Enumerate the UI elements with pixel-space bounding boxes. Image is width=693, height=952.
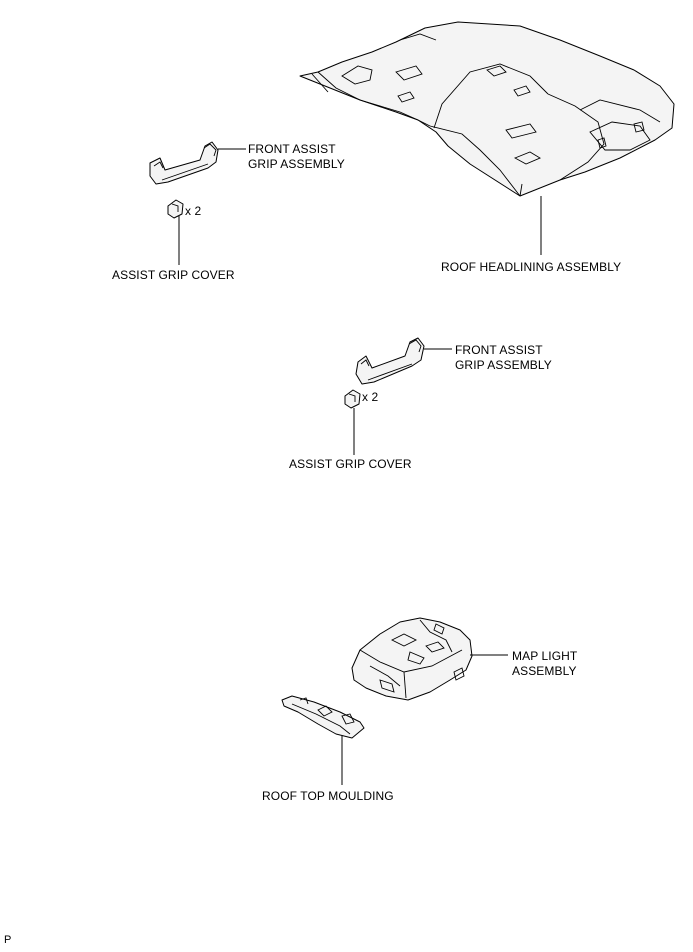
assist-grip-cover-label-1: ASSIST GRIP COVER — [112, 268, 235, 282]
map-light-label: MAP LIGHT ASSEMBLY — [512, 649, 578, 678]
assist-grip-cover-illustration-2 — [344, 389, 361, 409]
roof-top-moulding-label: ROOF TOP MOULDING — [262, 789, 394, 803]
roof-top-moulding-illustration — [281, 695, 365, 739]
roof-headlining-illustration — [299, 21, 675, 197]
assist-grip-cover-qty-2: x 2 — [362, 390, 379, 404]
roof-headlining-label: ROOF HEADLINING ASSEMBLY — [441, 260, 622, 274]
front-assist-grip-label-1: FRONT ASSIST GRIP ASSEMBLY — [248, 142, 345, 171]
corner-mark: P — [4, 934, 12, 946]
assist-grip-cover-qty-1: x 2 — [185, 204, 202, 218]
front-assist-grip-illustration-2 — [355, 337, 425, 385]
assist-grip-cover-label-2: ASSIST GRIP COVER — [289, 457, 412, 471]
map-light-illustration — [351, 617, 473, 701]
front-assist-grip-label-2: FRONT ASSIST GRIP ASSEMBLY — [455, 343, 552, 372]
assist-grip-cover-illustration-1 — [167, 199, 184, 219]
front-assist-grip-illustration-1 — [149, 141, 219, 185]
